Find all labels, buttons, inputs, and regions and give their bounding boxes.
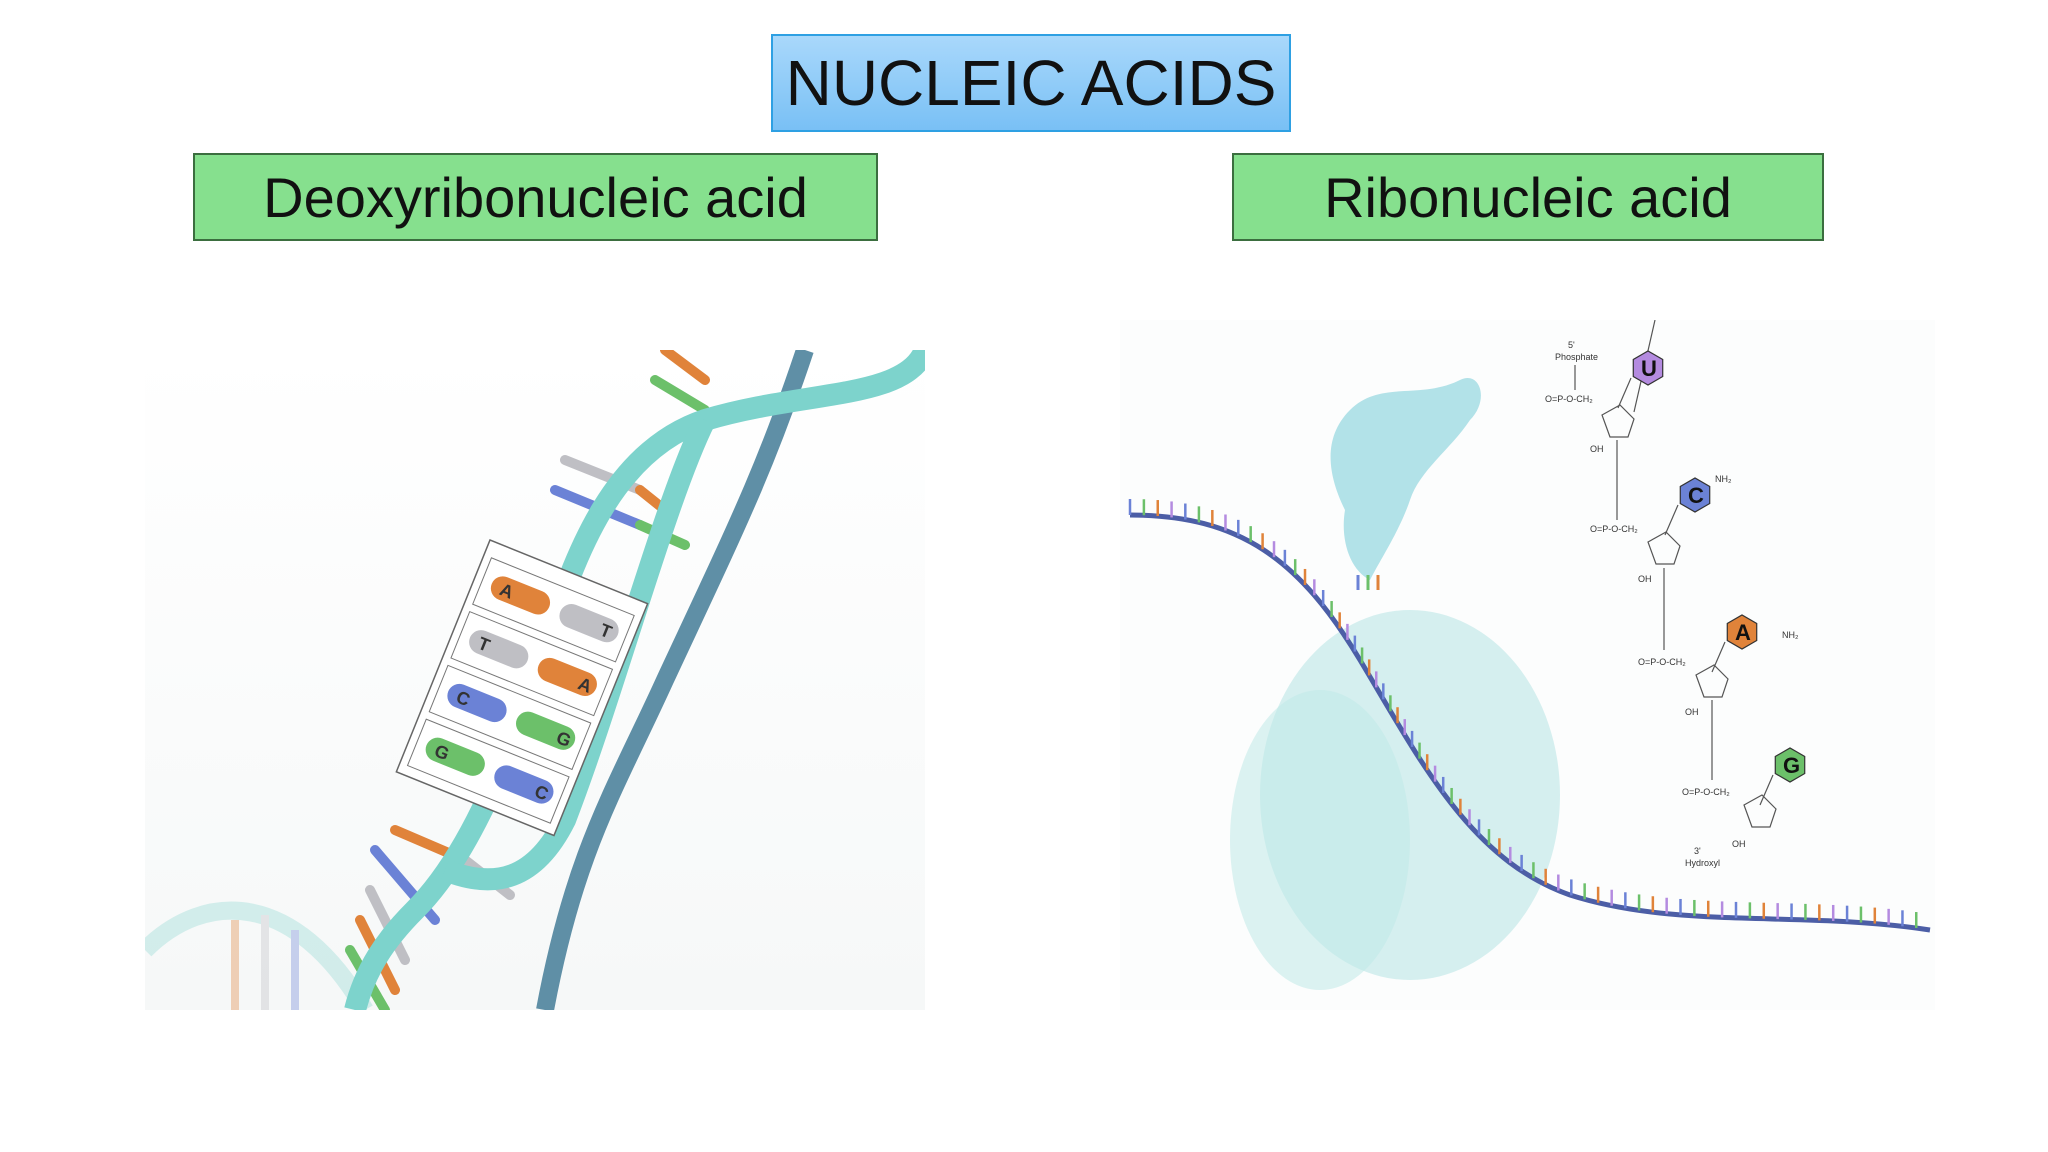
base-pair: AT — [472, 557, 635, 663]
hydroxyl-label: Hydroxyl — [1685, 858, 1720, 868]
phosphate-group-1: O=P-O-CH₂ — [1545, 394, 1593, 404]
trna-structure — [1330, 378, 1481, 580]
sugar-backbone — [1574, 319, 1777, 828]
page-title: NUCLEIC ACIDS — [771, 34, 1291, 132]
oh-label-1: OH — [1590, 444, 1604, 454]
rna-bases: U C A G — [1617, 350, 1806, 806]
rna-base-u: U — [1617, 350, 1664, 409]
rna-base-a: A — [1711, 614, 1758, 673]
dna-front-strand-loop — [440, 415, 715, 891]
dna-back-strand — [536, 347, 814, 1012]
rna-heading: Ribonucleic acid — [1232, 153, 1824, 241]
faded-helix — [138, 901, 373, 1015]
rna-base-label: G — [1783, 753, 1800, 778]
nh2-label-c: NH₂ — [1715, 474, 1732, 484]
base-left-label: G — [432, 741, 452, 765]
rna-base-c: C — [1664, 477, 1711, 536]
oh-label-4: OH — [1732, 839, 1746, 849]
three-prime-label: 3' — [1694, 846, 1701, 856]
base-right-shape — [559, 604, 619, 643]
base-right-shape — [515, 711, 576, 750]
rna-svg: 5' Phosphate O=P-O-CH₂ OH O=P-O-CH₂ OH O… — [1120, 319, 1935, 1010]
base-left-shape — [447, 683, 507, 723]
rna-base-label: C — [1688, 483, 1704, 508]
base-left-shape — [490, 576, 551, 615]
phosphate-group-4: O=P-O-CH₂ — [1682, 787, 1730, 797]
phosphate-group-2: O=P-O-CH₂ — [1590, 524, 1638, 534]
trna-anticodon — [1356, 575, 1380, 590]
dna-heading: Deoxyribonucleic acid — [193, 153, 878, 241]
oh-label-2: OH — [1638, 574, 1652, 584]
phosphate-group-3: O=P-O-CH₂ — [1638, 657, 1686, 667]
rna-base-label: A — [1735, 620, 1751, 645]
base-right-label: G — [554, 727, 574, 751]
base-pair: CG — [428, 664, 592, 771]
base-right-shape — [537, 657, 597, 697]
rna-base-label: U — [1641, 356, 1657, 381]
base-right-shape — [494, 765, 554, 804]
rna-illustration: 5' Phosphate O=P-O-CH₂ OH O=P-O-CH₂ OH O… — [1120, 319, 1935, 1010]
base-left-shape — [469, 630, 529, 669]
mrna-bases — [1128, 499, 1918, 929]
phosphate-label: Phosphate — [1555, 352, 1598, 362]
oh-label-3: OH — [1685, 707, 1699, 717]
rna-base-g: G — [1759, 747, 1806, 806]
nucleotide-chain: 5' Phosphate O=P-O-CH₂ OH O=P-O-CH₂ OH O… — [1545, 340, 1799, 868]
base-left-shape — [425, 737, 485, 776]
five-prime-label: 5' — [1568, 340, 1575, 350]
base-pair: TA — [450, 610, 614, 717]
nh2-label-a: NH₂ — [1782, 630, 1799, 640]
ribosome-small-subunit — [1230, 690, 1410, 990]
base-pair: GC — [406, 718, 570, 824]
